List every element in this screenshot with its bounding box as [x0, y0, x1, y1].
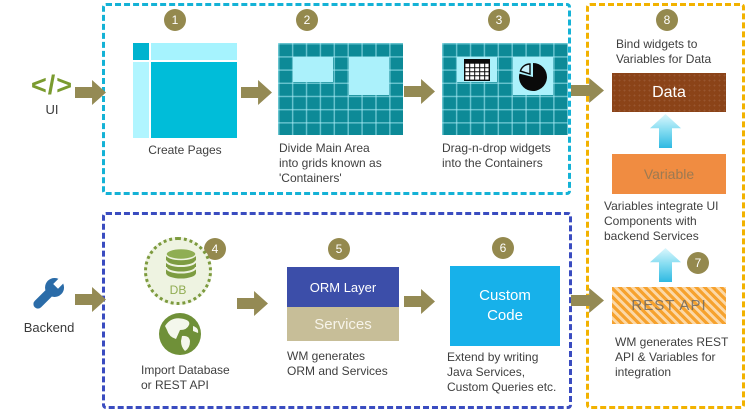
- ui-lane-box: [102, 3, 571, 195]
- backend-lane-label: Backend: [23, 320, 75, 335]
- db-label: DB: [169, 283, 187, 297]
- page-layout-illustration: [133, 43, 237, 138]
- variable-box: Variable: [612, 154, 726, 194]
- bind-middle-caption: Variables integrate UI Components with b…: [604, 199, 719, 243]
- wrench-icon: [33, 275, 67, 309]
- grid-widgets-illustration: [442, 43, 568, 135]
- services-box: Services: [287, 307, 399, 341]
- container-block: [349, 57, 389, 95]
- step-badge-1: 1: [164, 9, 186, 31]
- step-badge-3: 3: [488, 9, 510, 31]
- code-icon: </>: [30, 70, 74, 100]
- step2-caption: Divide Main Area into grids known as 'Co…: [279, 141, 382, 185]
- page-header-block: [151, 43, 237, 60]
- database-circle: DB: [144, 237, 212, 305]
- step4-caption: Import Database or REST API: [141, 363, 230, 392]
- step-badge-7: 7: [687, 252, 709, 274]
- pie-chart-icon: [518, 63, 547, 91]
- grid-containers-illustration: [278, 43, 403, 135]
- backend-lane-box: [102, 212, 572, 409]
- bind-column-box: [586, 3, 745, 409]
- step7-caption: WM generates REST API & Variables for in…: [615, 335, 729, 379]
- orm-layer-box: ORM Layer: [287, 267, 399, 307]
- step8-caption: Bind widgets to Variables for Data: [616, 37, 712, 66]
- step-badge-2: 2: [296, 9, 318, 31]
- step-badge-4: 4: [204, 238, 226, 260]
- step6-caption: Extend by writing Java Services, Custom …: [447, 350, 557, 394]
- container-block: [293, 57, 333, 82]
- database-icon: [165, 247, 197, 279]
- container-block: [457, 57, 497, 82]
- page-main-block: [151, 62, 237, 138]
- data-box: Data: [612, 73, 726, 112]
- custom-code-box: Custom Code: [450, 266, 560, 346]
- container-block: [513, 57, 553, 95]
- page-corner-block: [133, 43, 149, 60]
- globe-icon: [159, 313, 201, 355]
- table-widget-icon: [464, 58, 490, 81]
- rest-api-box: REST API: [612, 287, 726, 324]
- step1-caption: Create Pages: [148, 143, 222, 157]
- step-badge-5: 5: [328, 238, 350, 260]
- step5-caption: WM generates ORM and Services: [287, 349, 388, 378]
- ui-lane-label: UI: [45, 102, 59, 117]
- page-sidebar-block: [133, 62, 149, 138]
- step3-caption: Drag-n-drop widgets into the Containers: [442, 141, 551, 170]
- step-badge-6: 6: [492, 237, 514, 259]
- step-badge-8: 8: [656, 9, 678, 31]
